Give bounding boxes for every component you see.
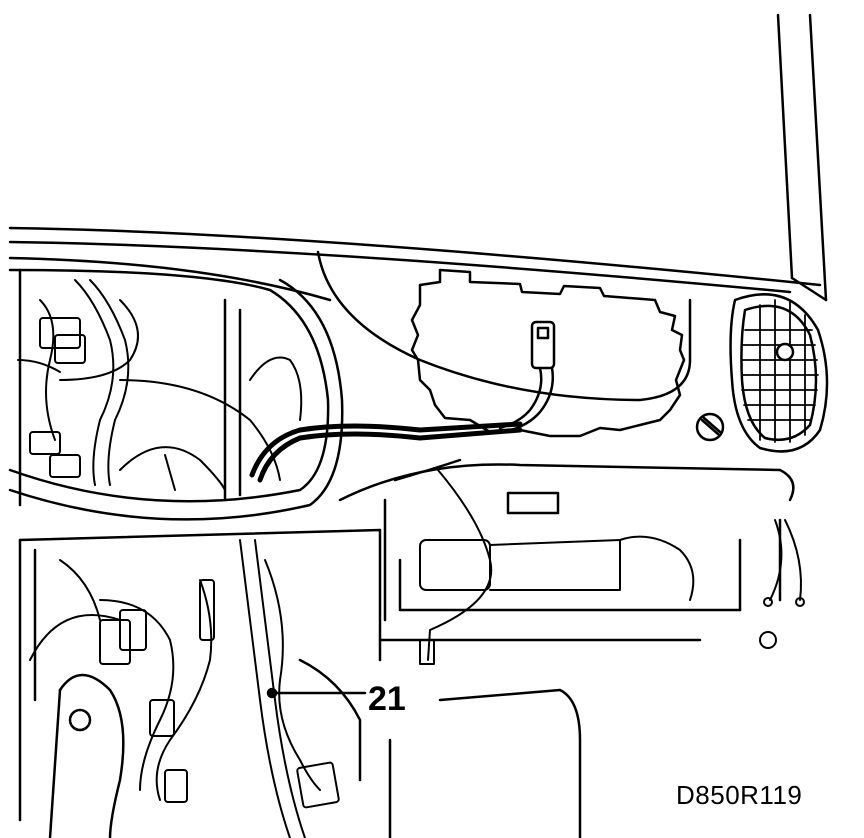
airbag-recess — [316, 250, 692, 402]
dashboard-top — [8, 226, 822, 302]
lower-dash-panel — [338, 458, 795, 642]
screw — [695, 412, 725, 442]
cluster-frame — [8, 268, 344, 521]
lower-harness — [29, 539, 340, 838]
right-side-wires — [759, 519, 805, 649]
main-harness — [249, 421, 523, 483]
glovebox-mechanism — [419, 469, 695, 665]
airbag-connector — [498, 320, 556, 434]
windshield-frame — [776, 13, 828, 302]
callout-21-leader — [266, 687, 367, 699]
cluster-wiring — [17, 279, 303, 491]
steering-column-area — [18, 528, 582, 838]
air-vent — [729, 293, 829, 453]
airbag-module-outline — [410, 268, 686, 438]
figure-id: D850R119 — [676, 780, 803, 810]
callout-21-label: 21 — [368, 680, 406, 718]
